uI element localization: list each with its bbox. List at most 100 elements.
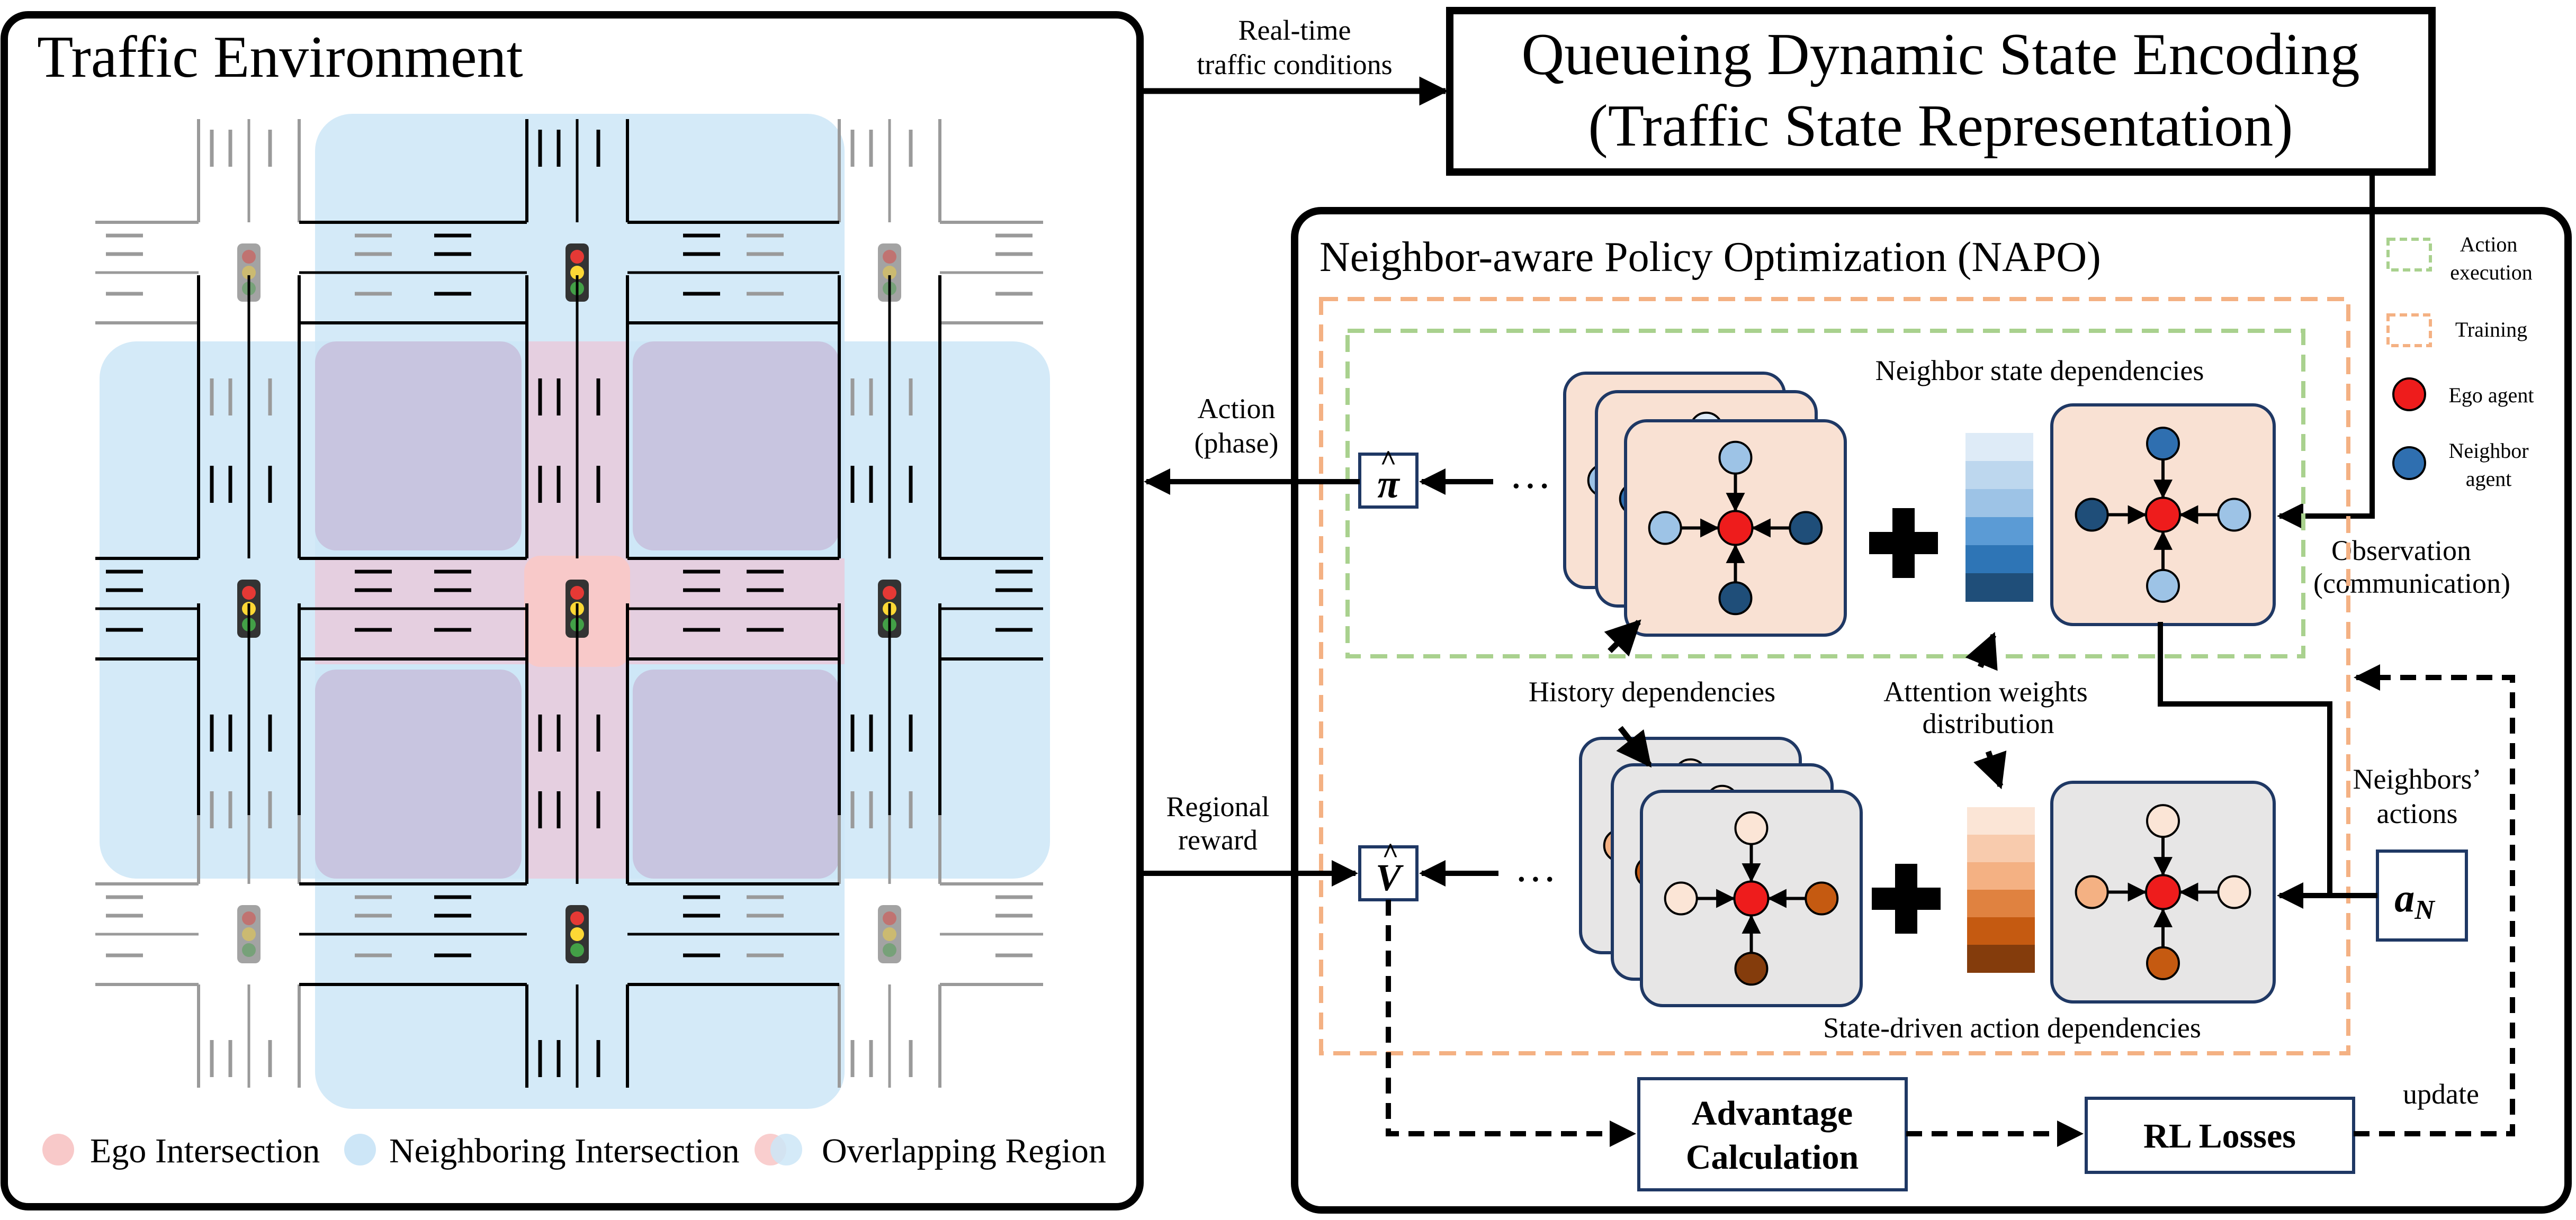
traffic-light-red [570, 911, 584, 925]
state-driven-action-graph [2050, 781, 2276, 1004]
history-pointer-down [1616, 726, 1652, 768]
overlap-region-1 [633, 341, 839, 550]
traffic-light-red [570, 250, 584, 264]
legend-ego-swatch [42, 1134, 74, 1165]
attention-pointer-up [1965, 631, 1998, 671]
upper-stack-front-neighbor-node-3 [1718, 581, 1753, 616]
legend-neighbor-agent-1: Neighbor [2448, 439, 2528, 463]
neighbor-state-card-ego-node [2145, 496, 2181, 533]
observation-label-1: Observation [2331, 535, 2471, 566]
traffic-light-yellow [883, 927, 896, 941]
legend-neighbor-agent-dot [2392, 446, 2426, 480]
legend-training-label: Training [2455, 318, 2527, 341]
intersection-grid [95, 114, 1050, 1109]
ellipsis-upper: ··· [1509, 463, 1551, 510]
policy-hat: ^ [1380, 445, 1396, 476]
neighbor-state-label: Neighbor state dependencies [1875, 355, 2204, 386]
traffic-light-icon [878, 243, 901, 302]
neighbor-state-card-neighbor-node-2 [2217, 498, 2251, 532]
overlap-region-0 [315, 341, 522, 550]
history-pointer-up [1604, 619, 1641, 657]
advantage-line1: Advantage [1692, 1094, 1853, 1133]
upper-stack-front [1624, 419, 1847, 637]
lower-stack-front-neighbor-node-1 [1664, 881, 1698, 916]
state-driven-card-neighbor-node-3 [2146, 946, 2180, 980]
traffic-light-red [242, 586, 256, 600]
attUpper-segment-3 [1965, 517, 2033, 546]
update-label: update [2403, 1078, 2479, 1110]
plus-icon-lower [1872, 864, 1941, 934]
traffic-environment-title: Traffic Environment [37, 24, 523, 90]
attention-weights-lower [1967, 807, 2035, 973]
lower-history-stack [1579, 737, 1863, 1007]
attLower-segment-1 [1967, 835, 2035, 863]
legend-action-execution-1: Action [2460, 232, 2518, 256]
lower-stack-front [1640, 790, 1863, 1007]
upper-stack-front-neighbor-node-0 [1718, 440, 1753, 475]
napo-legend: Action execution Training Ego agent Neig… [2386, 232, 2534, 491]
value-v: V [1376, 856, 1404, 899]
legend-overlap-label: Overlapping Region [822, 1132, 1106, 1170]
lower-stack-front-neighbor-node-0 [1734, 811, 1769, 845]
state-driven-card-neighbor-node-2 [2217, 875, 2251, 909]
attention-weights-upper [1965, 433, 2033, 602]
legend-action-execution-swatch [2386, 238, 2432, 272]
legend-overlap-swatch-blue [770, 1134, 802, 1165]
attUpper-segment-2 [1965, 489, 2033, 518]
qdse-line2: (Traffic State Representation) [1588, 93, 2293, 159]
lower-stack-front-neighbor-node-3 [1734, 952, 1769, 986]
action-execution-dashed-box [1345, 329, 2305, 658]
traffic-light-red [883, 250, 896, 264]
overlap-region-2 [315, 670, 522, 879]
rl-losses-box [2085, 1097, 2355, 1174]
attUpper-segment-4 [1965, 545, 2033, 574]
traffic-light-green [242, 943, 256, 957]
state-driven-card-neighbor-node-1 [2075, 875, 2109, 909]
state-link-line [2158, 622, 2332, 896]
napo-title: Neighbor-aware Policy Optimization (NAPO… [1320, 234, 2101, 281]
attention-pointer-down [1973, 750, 2007, 790]
lower-stack-front-neighbor-node-2 [1805, 881, 1839, 916]
state-driven-card [2050, 781, 2276, 1004]
legend-training-swatch [2386, 313, 2432, 347]
advantage-box [1637, 1077, 1908, 1191]
history-label: History dependencies [1529, 676, 1775, 708]
traffic-light-yellow [570, 927, 584, 941]
ellipsis-lower: ··· [1514, 856, 1557, 903]
traffic-light-yellow [570, 266, 584, 279]
attention-label-2: distribution [1922, 708, 2054, 739]
traffic-light-icon [878, 905, 901, 963]
plus-icon-upper [1869, 508, 1938, 578]
attLower-segment-4 [1967, 917, 2035, 945]
upper-stack-front-ego-node [1717, 510, 1754, 546]
traffic-light-yellow [883, 266, 896, 279]
value-hat: ^ [1382, 837, 1398, 869]
policy-pi: π [1377, 462, 1401, 507]
legend-neighbor-swatch [344, 1134, 376, 1165]
attLower-segment-3 [1967, 890, 2035, 918]
reward-label-1: Regional [1166, 791, 1270, 823]
attUpper-segment-5 [1965, 573, 2033, 602]
traffic-light-green [883, 943, 896, 957]
legend-ego-agent-label: Ego agent [2448, 383, 2534, 407]
state-driven-card-ego-node [2145, 874, 2181, 910]
traffic-light-red [570, 586, 584, 600]
legend-ego-agent-dot [2392, 377, 2426, 411]
reward-label-2: reward [1178, 824, 1258, 856]
neighbor-state-graph [2050, 403, 2276, 626]
attLower-segment-5 [1967, 945, 2035, 973]
neighbor-state-card-neighbor-node-1 [2075, 498, 2109, 532]
observation-arrow [2277, 172, 2375, 529]
neighbors-actions-label-2: actions [2377, 798, 2458, 829]
legend-neighbor-label: Neighboring Intersection [389, 1132, 740, 1170]
traffic-light-yellow [242, 266, 256, 279]
neighbors-actions-label-1: Neighbors’ [2353, 763, 2482, 795]
traffic-light-red [883, 586, 896, 600]
training-dashed-box [1319, 297, 2350, 1055]
env-legend: Ego Intersection Neighboring Intersectio… [42, 1132, 1106, 1170]
value-box [1358, 845, 1419, 901]
observation-label-2: (communication) [2313, 567, 2510, 599]
traffic-light-red [883, 911, 896, 925]
attLower-segment-2 [1967, 862, 2035, 890]
